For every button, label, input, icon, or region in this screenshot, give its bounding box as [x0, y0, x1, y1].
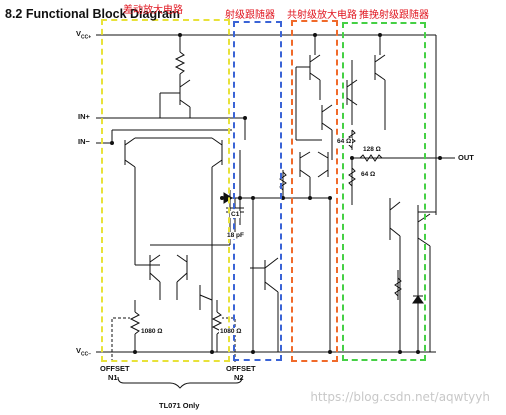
common-emitter-box	[291, 20, 338, 362]
watermark: https://blog.csdn.net/aqwtyyh	[310, 390, 490, 404]
common-emitter-label: 共射级放大电路	[287, 10, 357, 21]
resistor-128-label: 128 Ω	[362, 146, 382, 153]
out-pin: OUT	[458, 153, 474, 162]
offset-n1-label: OFFSET N1	[100, 364, 130, 382]
in-minus-pin: IN−	[78, 137, 90, 146]
push-pull-label: 推挽射级跟随器	[359, 10, 429, 21]
in-plus-pin: IN+	[78, 112, 90, 121]
resistor-64-top-label: 64 Ω	[336, 138, 353, 145]
tl071-only-note: TL071 Only	[159, 401, 200, 410]
resistor-1080-right-label: 1080 Ω	[219, 328, 243, 335]
vcc-plus-pin: VCC+	[76, 29, 92, 41]
c1-label: C1	[230, 211, 241, 218]
push-pull-box	[342, 22, 426, 361]
diagram-title: 8.2 Functional Block Diagram	[5, 7, 181, 21]
resistor-1080-left-label: 1080 Ω	[140, 328, 164, 335]
differential-stage-label: 差动放大电路	[123, 5, 183, 16]
differential-stage-box	[101, 19, 230, 362]
emitter-follower-label: 射级跟随器	[225, 10, 275, 21]
offset-n2-label: OFFSET N2	[226, 364, 256, 382]
resistor-64-bottom-label: 64 Ω	[360, 171, 377, 178]
emitter-follower-box	[233, 21, 282, 361]
c1-value: 18 pF	[226, 232, 245, 239]
vcc-minus-pin: VCC−	[76, 346, 92, 358]
